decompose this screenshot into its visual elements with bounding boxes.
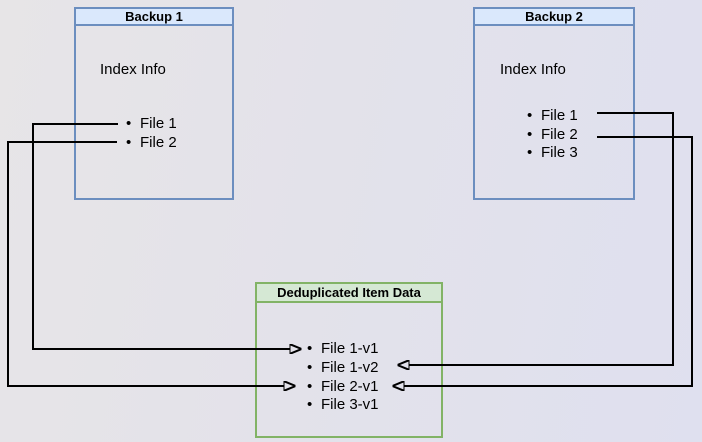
- backup2-file-item: • File 2: [527, 125, 578, 144]
- dedup-title: Deduplicated Item Data: [277, 285, 421, 300]
- backup1-file-item: • File 1: [126, 115, 177, 134]
- dedup-titlebar: Deduplicated Item Data: [257, 284, 441, 303]
- backup2-titlebar: Backup 2: [475, 9, 633, 26]
- file-label: File 1-v2: [321, 359, 379, 377]
- file-label: File 2: [541, 125, 578, 143]
- dedup-item-list: • File 1-v1 • File 1-v2 • File 2-v1 • File 3-v1: [307, 340, 379, 414]
- dedup-item: • File 1-v2: [307, 358, 379, 377]
- backup1-titlebar: Backup 1: [76, 9, 232, 26]
- bullet-icon: •: [307, 340, 313, 358]
- backup2-file-item: • File 1: [527, 107, 578, 126]
- file-label: File 1: [541, 107, 578, 125]
- bullet-icon: •: [307, 377, 313, 395]
- file-label: File 3-v1: [321, 396, 379, 414]
- file-label: File 2: [140, 133, 177, 151]
- dedup-item: • File 1-v1: [307, 340, 379, 359]
- dedup-item: • File 2-v1: [307, 377, 379, 396]
- backup2-box: Backup 2: [473, 7, 635, 200]
- bullet-icon: •: [527, 107, 533, 125]
- backup1-title: Backup 1: [125, 9, 183, 24]
- dedup-item: • File 3-v1: [307, 395, 379, 414]
- backup1-file-list: • File 1 • File 2: [126, 115, 177, 152]
- bullet-icon: •: [527, 144, 533, 162]
- backup2-file-item: • File 3: [527, 144, 578, 163]
- backup1-box: Backup 1: [74, 7, 234, 200]
- bullet-icon: •: [307, 396, 313, 414]
- file-label: File 1-v1: [321, 340, 379, 358]
- bullet-icon: •: [527, 125, 533, 143]
- bullet-icon: •: [307, 359, 313, 377]
- backup2-title: Backup 2: [525, 9, 583, 24]
- file-label: File 3: [541, 144, 578, 162]
- file-label: File 1: [140, 115, 177, 133]
- backup2-index-info-label: Index Info: [500, 61, 566, 78]
- backup2-file-list: • File 1 • File 2 • File 3: [527, 107, 578, 163]
- backup1-file-item: • File 2: [126, 133, 177, 152]
- bullet-icon: •: [126, 133, 132, 151]
- bullet-icon: •: [126, 115, 132, 133]
- backup1-index-info-label: Index Info: [100, 61, 166, 78]
- file-label: File 2-v1: [321, 377, 379, 395]
